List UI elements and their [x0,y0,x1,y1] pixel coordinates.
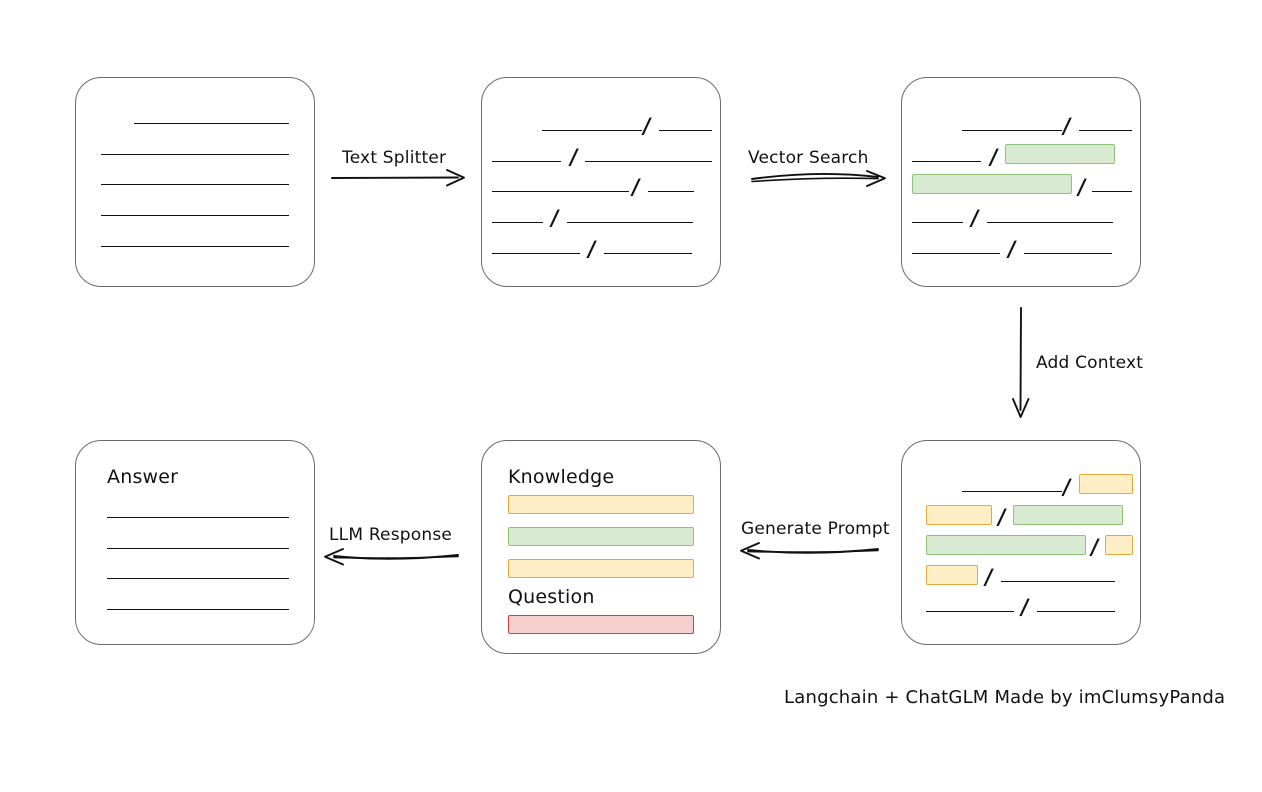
chunk-chip-green[interactable] [1005,144,1115,164]
chunk-separator: / [970,205,980,231]
chunk-separator: / [631,174,641,200]
chunk-line [987,222,1113,223]
chunk-line [604,253,692,254]
chunk-line [585,161,712,162]
doc-line [134,123,289,124]
chunk-chip-yellow[interactable] [1079,474,1133,494]
chunk-line [542,130,642,131]
chunk-line [567,222,693,223]
chunk-separator: / [1090,534,1100,560]
edge-add-context-arrow [1012,307,1030,418]
chunk-separator: / [1062,113,1072,139]
chunk-separator: / [989,144,999,170]
question-bar-red[interactable] [508,615,694,634]
knowledge-bar-yellow[interactable] [508,559,694,578]
chunk-separator: / [984,564,994,590]
answer-line [107,609,289,610]
chunk-chip-green[interactable] [926,535,1086,555]
edge-label-generate-prompt: Generate Prompt [741,519,890,539]
chunk-chip-yellow[interactable] [926,505,992,525]
node-context-chunks[interactable]: / / / / / [901,440,1141,645]
node-matched-chunks[interactable]: / / / / / [901,77,1141,287]
chunk-chip-yellow[interactable] [1105,535,1133,555]
answer-line [107,517,289,518]
node-prompt[interactable]: Knowledge Question [481,440,721,654]
chunk-line [912,222,963,223]
answer-line [107,578,289,579]
chunk-line [492,253,580,254]
edge-label-vector-search: Vector Search [748,148,869,168]
chunk-chip-green[interactable] [1013,505,1123,525]
answer-label: Answer [107,466,179,488]
chunk-separator: / [1020,594,1030,620]
chunk-line [492,161,561,162]
knowledge-label: Knowledge [508,466,615,488]
chunk-line [1037,611,1115,612]
edge-generate-prompt-arrow [740,542,879,560]
doc-line [101,246,289,247]
chunk-chip-yellow[interactable] [926,565,978,585]
chunk-separator: / [997,504,1007,530]
chunk-line [1001,581,1115,582]
chunk-line [962,130,1062,131]
footer-credit: Langchain + ChatGLM Made by imClumsyPand… [784,687,1226,708]
chunk-line [1079,130,1132,131]
edge-label-text-splitter: Text Splitter [342,148,447,168]
chunk-line [912,253,1000,254]
knowledge-bar-green[interactable] [508,527,694,546]
edge-text-splitter-arrow [331,169,465,187]
chunk-separator: / [1007,236,1017,262]
edge-vector-search-arrow [751,170,886,187]
chunk-separator: / [1062,474,1072,500]
answer-line [107,548,289,549]
doc-line [101,154,289,155]
chunk-line [962,491,1062,492]
node-split-chunks[interactable]: / / / / / [481,77,721,287]
node-source-document[interactable] [75,77,315,287]
question-label: Question [508,586,595,608]
doc-line [101,184,289,185]
chunk-separator: / [642,113,652,139]
chunk-line [492,191,629,192]
chunk-separator: / [550,205,560,231]
chunk-separator: / [587,236,597,262]
chunk-separator: / [569,144,579,170]
chunk-line [912,161,981,162]
chunk-chip-green[interactable] [912,174,1072,194]
node-answer[interactable]: Answer [75,440,315,645]
edge-label-add-context: Add Context [1036,353,1144,373]
knowledge-bar-yellow[interactable] [508,495,694,514]
chunk-line [659,130,712,131]
chunk-line [1092,191,1132,192]
chunk-line [492,222,543,223]
chunk-line [1024,253,1112,254]
chunk-separator: / [1077,174,1087,200]
chunk-line [648,191,694,192]
edge-label-llm-response: LLM Response [329,525,453,545]
edge-llm-response-arrow [324,548,459,566]
doc-line [101,215,289,216]
chunk-line [926,611,1014,612]
